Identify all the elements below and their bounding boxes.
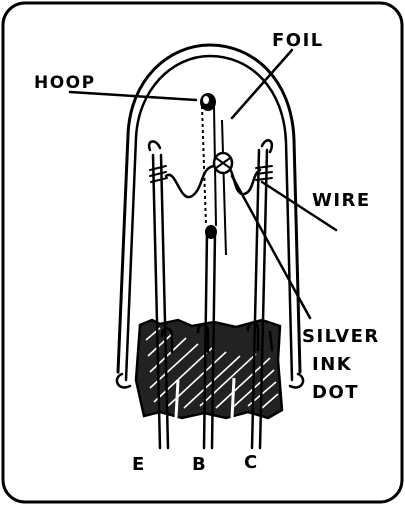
lead-pin-c: [250, 139, 274, 450]
label-wire: WIRE: [312, 190, 371, 211]
silver-ink-dot: [212, 151, 234, 175]
label-ink: INK: [312, 354, 352, 375]
label-dot: DOT: [312, 382, 359, 403]
label-pin-e: E: [132, 454, 146, 475]
label-foil: FOIL: [272, 30, 324, 51]
glass-envelope-inner: [124, 54, 294, 382]
leader-silver-ink-dot: [230, 174, 312, 320]
lead-wraps: [149, 165, 273, 183]
leader-foil: [230, 48, 294, 120]
label-pin-c: C: [244, 452, 259, 473]
envelope-foot-right: [288, 372, 305, 389]
envelope-foot-left: [115, 372, 132, 389]
label-pin-b: B: [192, 454, 207, 475]
lead-pin-b: [202, 230, 217, 450]
hoop-highlight: [203, 96, 209, 104]
leader-wire: [260, 180, 338, 232]
base-slots: [174, 377, 236, 419]
lead-pin-e: [147, 140, 170, 450]
leader-hoop: [68, 90, 198, 102]
label-silver: SILVER: [302, 326, 380, 347]
base-lead-blob: [205, 225, 217, 239]
label-hoop: HOOP: [34, 73, 96, 93]
